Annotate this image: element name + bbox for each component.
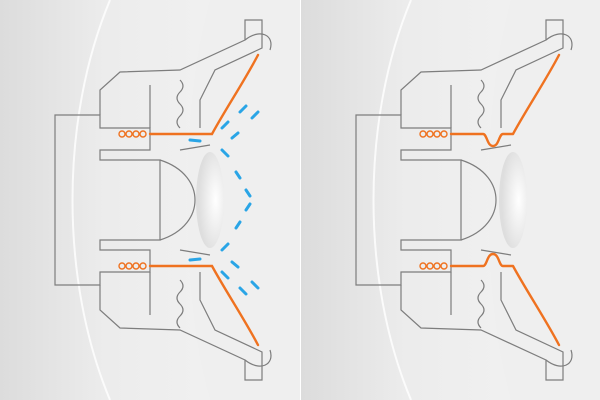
backdrop-curve — [372, 0, 412, 400]
speaker-cone — [148, 53, 260, 347]
airflow-arrows — [188, 104, 260, 296]
voice-coil-top — [419, 130, 448, 138]
airflow-arrow — [234, 170, 242, 180]
panel-left-cross-section — [0, 0, 300, 400]
surround-top — [244, 33, 272, 51]
backdrop-curve — [71, 0, 111, 400]
airflow-arrow — [220, 242, 230, 252]
speaker-housing-outline — [355, 19, 573, 381]
airflow-arrow — [220, 120, 230, 130]
speaker-housing-outline — [54, 19, 272, 381]
spider-bottom — [477, 279, 485, 329]
speaker-diagram-right — [301, 0, 600, 400]
airflow-arrow — [230, 260, 240, 269]
basket-frame-bottom — [400, 272, 564, 381]
spider-top — [176, 79, 184, 129]
airflow-arrow — [244, 202, 252, 212]
airflow-arrow — [250, 110, 260, 120]
former-edges — [179, 144, 211, 256]
airflow-arrow — [238, 286, 248, 296]
cone-surface — [488, 0, 600, 400]
cone-lower — [148, 264, 260, 347]
airflow-arrow — [244, 188, 252, 198]
surround-top — [545, 33, 573, 51]
panel-right-cross-section — [300, 0, 600, 400]
cone-surface — [187, 0, 300, 400]
spider-top — [477, 79, 485, 129]
voice-coil-top — [118, 130, 147, 138]
basket-frame-top — [400, 19, 564, 128]
cone-upper-with-fold — [449, 53, 561, 148]
dust-cap — [499, 152, 527, 248]
cone-upper — [148, 53, 260, 136]
speaker-diagram-left — [0, 0, 300, 400]
surround-bottom — [545, 349, 573, 367]
former-edges — [480, 144, 512, 256]
voice-coil-bottom — [118, 262, 147, 270]
surround-bottom — [244, 349, 272, 367]
airflow-arrow — [220, 148, 230, 158]
airflow-arrow — [250, 280, 260, 290]
airflow-arrow — [220, 270, 230, 280]
airflow-arrow — [188, 257, 202, 262]
airflow-arrow — [238, 104, 248, 114]
dust-cap — [196, 152, 224, 248]
spider-bottom — [176, 279, 184, 329]
airflow-arrow — [234, 220, 242, 230]
airflow-arrow — [188, 138, 202, 143]
pole-piece — [159, 159, 196, 241]
basket-frame-top — [99, 19, 263, 128]
speaker-cone — [449, 53, 561, 347]
basket-frame-bottom — [99, 272, 263, 381]
cone-lower-with-fold — [449, 252, 561, 347]
airflow-arrow — [230, 131, 240, 140]
voice-coil-bottom — [419, 262, 448, 270]
pole-piece — [460, 159, 497, 241]
